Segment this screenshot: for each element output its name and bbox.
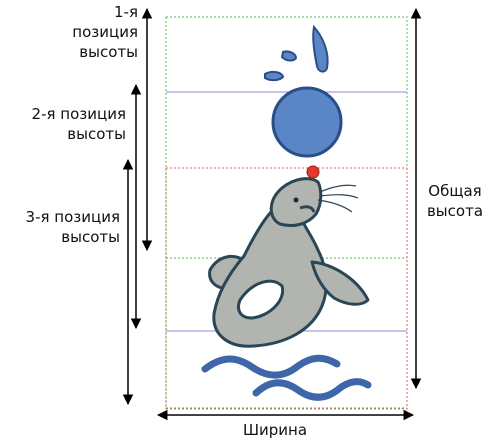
position1-label-line3: высоты	[40, 42, 138, 62]
position3-label-line1: 3-я позиция	[4, 207, 120, 227]
whiskers-icon	[318, 185, 358, 212]
position1-label-line1: 1-я	[40, 2, 138, 22]
width-label: Ширина	[230, 420, 320, 440]
seal-eye-icon	[294, 198, 299, 203]
ball-icon	[273, 88, 341, 156]
position1-label-line2: позиция	[40, 22, 138, 42]
position2-label-line1: 2-я позиция	[4, 104, 126, 124]
total-height-label-line1: Общая	[420, 181, 490, 201]
position3-label-line2: высоты	[4, 227, 120, 247]
water-drops-icon	[265, 27, 328, 80]
seal-icon	[210, 179, 368, 347]
position1-label: 1-я позиция высоты	[40, 2, 138, 62]
position2-label: 2-я позиция высоты	[4, 104, 126, 144]
total-height-label-line2: высота	[420, 201, 490, 221]
position3-label: 3-я позиция высоты	[4, 207, 120, 247]
total-height-label: Общая высота	[420, 181, 490, 221]
seal-nose-icon	[307, 166, 319, 178]
position2-label-line2: высоты	[4, 124, 126, 144]
water-waves-icon	[205, 358, 368, 397]
